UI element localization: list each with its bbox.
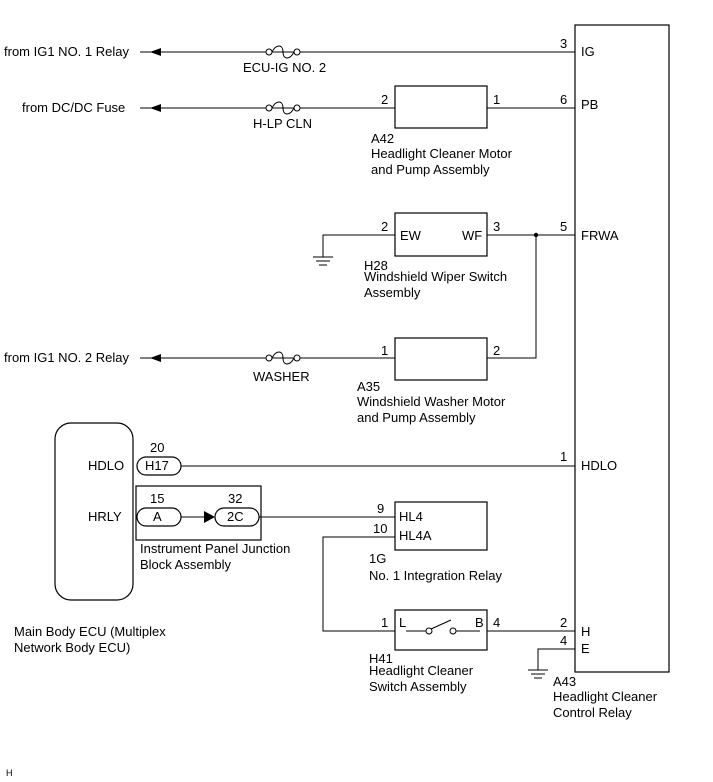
h41-switch-contact-left bbox=[425, 627, 433, 635]
a43-pin-hdlo: 1 bbox=[560, 449, 567, 464]
h28-code: H28 bbox=[364, 258, 388, 273]
connector-a-pin: 15 bbox=[150, 491, 164, 506]
a43-pin-pb: 6 bbox=[560, 92, 567, 107]
relay-1g-code: 1G bbox=[369, 551, 386, 566]
wire-hl4a-to-h41 bbox=[322, 536, 395, 632]
wire-a43-ground bbox=[537, 648, 575, 670]
connector-h17-pin: 20 bbox=[150, 440, 164, 455]
a43-name-line1: Headlight Cleaner bbox=[553, 689, 658, 704]
relay-1g-name: No. 1 Integration Relay bbox=[369, 568, 502, 583]
fuse-washer-end-right bbox=[293, 354, 301, 362]
a43-terminal-label-e: E bbox=[581, 641, 590, 656]
relay-1g-pin-hl4: 9 bbox=[377, 501, 384, 516]
corner-label: H bbox=[6, 768, 13, 778]
a35-name-line1: Windshield Washer Motor bbox=[357, 394, 506, 409]
h28-ground-wire bbox=[322, 234, 395, 257]
ecu-name-line1: Main Body ECU (Multiplex bbox=[14, 624, 166, 639]
h28-name-line1: Windshield Wiper Switch bbox=[364, 269, 507, 284]
junction-arrow-icon bbox=[204, 511, 215, 523]
junction-name-line2: Block Assembly bbox=[140, 557, 232, 572]
h41-switch-blade bbox=[430, 619, 452, 630]
h28-label-wf: WF bbox=[462, 228, 482, 243]
a43-pin-h: 2 bbox=[560, 615, 567, 630]
source-dcdc: from DC/DC Fuse bbox=[22, 100, 125, 115]
fuse-washer-end-left bbox=[265, 354, 273, 362]
h28-pin-left: 2 bbox=[381, 219, 388, 234]
a43-pin-frwa: 5 bbox=[560, 219, 567, 234]
source-arrow-ig1-no2 bbox=[150, 354, 161, 362]
relay-1g-box bbox=[394, 501, 488, 551]
ecu-name-line2: Network Body ECU) bbox=[14, 640, 130, 655]
source-ig1-no1: from IG1 NO. 1 Relay bbox=[4, 44, 129, 59]
h41-label-l: L bbox=[399, 615, 406, 630]
fuse-hlp-cln-end-right bbox=[293, 104, 301, 112]
connector-2c-pin: 32 bbox=[228, 491, 242, 506]
relay-1g-pin-hl4a: 10 bbox=[373, 521, 387, 536]
a42-name-line2: and Pump Assembly bbox=[371, 162, 490, 177]
a42-code: A42 bbox=[371, 131, 394, 146]
h41-name-line2: Switch Assembly bbox=[369, 679, 467, 694]
a35-code: A35 bbox=[357, 379, 380, 394]
h28-switch-box bbox=[394, 212, 488, 257]
a35-pin-left: 1 bbox=[381, 343, 388, 358]
relay-1g-label-hl4a: HL4A bbox=[399, 528, 432, 543]
fuse-hlp-cln-icon bbox=[271, 101, 295, 115]
a43-terminal-label-ig: IG bbox=[581, 44, 595, 59]
a35-pin-right: 2 bbox=[493, 343, 500, 358]
a43-terminal-label-hdlo: HDLO bbox=[581, 458, 617, 473]
h41-switch-contact-right bbox=[449, 627, 457, 635]
fuse-hlp-cln-end-left bbox=[265, 104, 273, 112]
a43-terminal-label-frwa: FRWA bbox=[581, 228, 619, 243]
a42-pin-right: 1 bbox=[493, 92, 500, 107]
relay-1g-label-hl4: HL4 bbox=[399, 509, 423, 524]
h41-code: H41 bbox=[369, 651, 393, 666]
h28-label-ew: EW bbox=[400, 228, 422, 243]
a43-terminal-label-pb: PB bbox=[581, 97, 598, 112]
a42-pin-left: 2 bbox=[381, 92, 388, 107]
ecu-hrly-label: HRLY bbox=[88, 509, 122, 524]
a42-motor-box bbox=[394, 85, 488, 129]
a43-pin-ig: 3 bbox=[560, 36, 567, 51]
h41-pin-left: 1 bbox=[381, 615, 388, 630]
ecu-hdlo-label: HDLO bbox=[88, 458, 124, 473]
a43-relay-box bbox=[574, 24, 670, 673]
fuse-hlp-cln-label: H-LP CLN bbox=[253, 116, 312, 131]
source-ig1-no2: from IG1 NO. 2 Relay bbox=[4, 350, 129, 365]
fuse-ecu-ig-icon bbox=[271, 45, 295, 59]
a43-terminal-label-h: H bbox=[581, 624, 590, 639]
junction-name-line1: Instrument Panel Junction bbox=[140, 541, 290, 556]
connector-2c-label: 2C bbox=[227, 509, 244, 524]
a35-motor-box bbox=[394, 337, 488, 381]
h28-name-line2: Assembly bbox=[364, 285, 421, 300]
a43-pin-e: 4 bbox=[560, 633, 567, 648]
h28-pin-right: 3 bbox=[493, 219, 500, 234]
fuse-ecu-ig-end-left bbox=[265, 48, 273, 56]
source-arrow-dcdc bbox=[150, 104, 161, 112]
connector-a-label: A bbox=[153, 509, 162, 524]
fuse-washer-icon bbox=[271, 351, 295, 365]
connector-h17-label: H17 bbox=[145, 458, 169, 473]
fuse-ecu-ig-end-right bbox=[293, 48, 301, 56]
h41-label-b: B bbox=[475, 615, 484, 630]
fuse-washer-label: WASHER bbox=[253, 369, 310, 384]
h41-name-line1: Headlight Cleaner bbox=[369, 663, 474, 678]
source-arrow-ig1-no1 bbox=[150, 48, 161, 56]
a35-name-line2: and Pump Assembly bbox=[357, 410, 476, 425]
h41-pin-right: 4 bbox=[493, 615, 500, 630]
a43-name-line2: Control Relay bbox=[553, 705, 632, 720]
main-body-ecu-box bbox=[54, 422, 134, 601]
wire-washer-to-frwa bbox=[487, 235, 537, 359]
a42-name-line1: Headlight Cleaner Motor bbox=[371, 146, 513, 161]
h41-switch-box bbox=[394, 609, 488, 651]
fuse-ecu-ig-label: ECU-IG NO. 2 bbox=[243, 60, 326, 75]
a43-code: A43 bbox=[553, 674, 576, 689]
